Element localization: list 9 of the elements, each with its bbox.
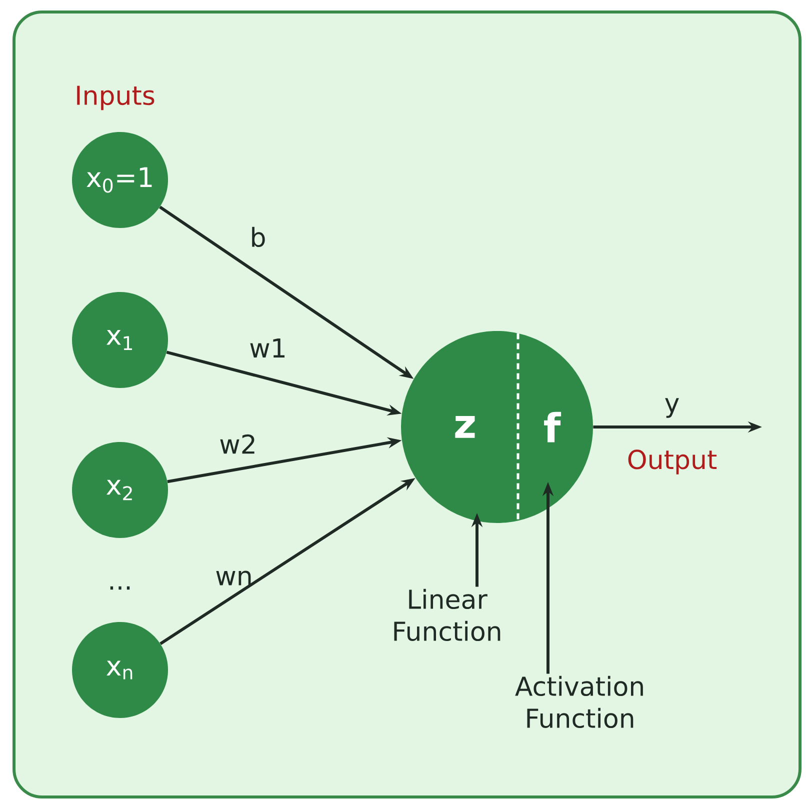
annotation-text: Activation Function xyxy=(515,676,643,728)
annotation-text: Linear Function xyxy=(394,588,500,642)
edge-label: y xyxy=(665,398,679,418)
output-label: Output xyxy=(628,450,717,474)
edge-label: w1 xyxy=(250,338,285,358)
edge-label: b xyxy=(252,226,265,248)
edge-label: wn xyxy=(216,570,251,586)
edge-label: w2 xyxy=(220,434,254,454)
ellipsis: ... xyxy=(110,586,130,590)
